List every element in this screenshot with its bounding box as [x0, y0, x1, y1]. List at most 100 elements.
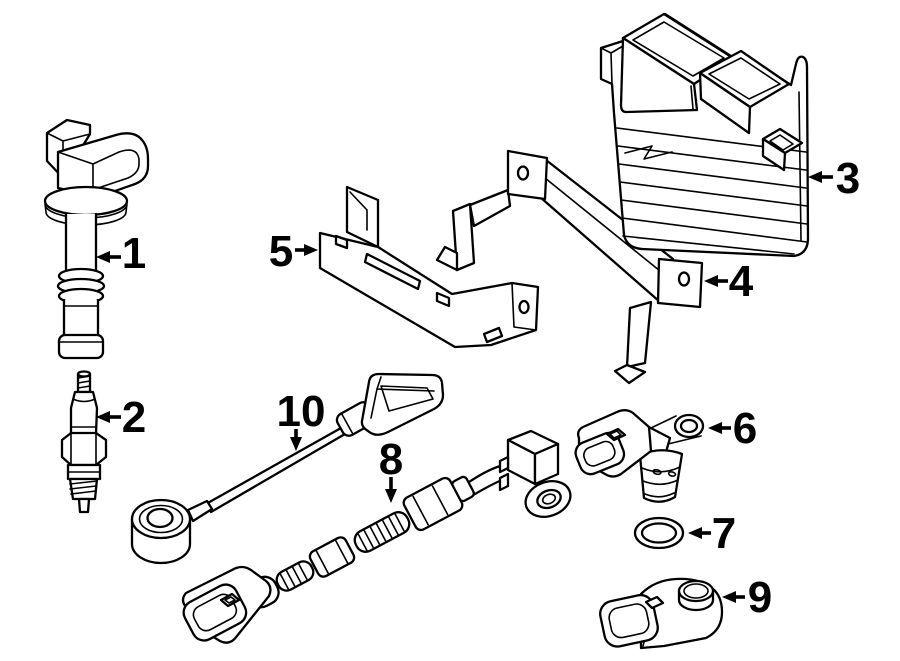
cam-barrel-slot: [652, 468, 662, 476]
bracket4-right-leg: [625, 300, 653, 369]
knock-tab: [186, 499, 214, 523]
callout-7[interactable]: 7: [688, 509, 736, 558]
crank-head-tab: [498, 455, 510, 474]
callout-9-label[interactable]: 9: [748, 573, 772, 622]
callout-1[interactable]: 1: [96, 229, 146, 278]
callout-5-label[interactable]: 5: [269, 227, 293, 276]
pressure-port-inner: [683, 583, 709, 599]
cam-barrel: [638, 449, 684, 503]
coil-connector: [56, 132, 150, 199]
crank-ribbed-tube: [353, 511, 411, 553]
callout-10-arrowhead: [290, 437, 302, 451]
callout-2-label[interactable]: 2: [122, 393, 146, 442]
part-engine-control-module: [599, 12, 810, 258]
knock-wire: [204, 426, 347, 514]
ecu-connector-large-front: [619, 36, 699, 114]
fin: [620, 199, 808, 225]
coil-shaft: [66, 214, 96, 272]
pressure-latch: [644, 595, 665, 610]
part-knock-sensor: [130, 372, 445, 565]
part-spark-plug: [60, 370, 108, 514]
crank-ear-hole: [536, 488, 562, 510]
crank-ear-hole-inner: [541, 493, 557, 505]
bracket5-channel: [318, 231, 540, 349]
detail-line: [341, 413, 354, 435]
bracket5-back-wall: [345, 185, 380, 249]
ecu-stub-connector-front: [761, 137, 787, 172]
knock-ring-rim: [138, 504, 184, 534]
detail-line: [70, 432, 97, 466]
o-ring-inner: [640, 522, 678, 544]
callout-4-label[interactable]: 4: [729, 257, 754, 306]
pressure-connector-rim: [599, 593, 659, 648]
callout-1-arrowhead: [96, 251, 110, 263]
callout-3-label[interactable]: 3: [836, 154, 860, 203]
callout-1-label[interactable]: 1: [122, 229, 146, 278]
coil-flange: [43, 185, 129, 217]
cam-barrel-slot: [667, 471, 677, 477]
callout-2[interactable]: 2: [96, 393, 146, 442]
detail-line: [511, 282, 537, 331]
callout-9[interactable]: 9: [722, 573, 772, 622]
callout-8[interactable]: 8: [379, 435, 403, 503]
callout-6[interactable]: 6: [708, 404, 757, 453]
bracket4-right-foot: [613, 363, 647, 385]
ecu-connector-small-rim: [708, 57, 781, 100]
part-module-bracket-upper: [435, 149, 704, 385]
ecu-connector-small-front: [698, 71, 752, 135]
cam-connector-latch: [605, 427, 627, 442]
cam-connector-opening: [583, 440, 616, 467]
rib-lines: [357, 512, 406, 552]
callout-7-label[interactable]: 7: [712, 509, 736, 558]
plug-thread-lines: [77, 375, 91, 389]
bracket4-left-leg: [451, 202, 476, 272]
ecu-connector-large-rim: [632, 21, 725, 77]
detail-line: [315, 539, 349, 575]
crank-mid-ferrule: [308, 536, 356, 578]
part-o-ring: [633, 516, 685, 550]
ecu-edge-line: [798, 91, 802, 241]
callout-3-arrowhead: [808, 171, 822, 183]
bracket4-right-hole: [677, 271, 691, 287]
crank-connector-latch: [219, 592, 241, 608]
fin: [622, 235, 795, 255]
detail-line: [380, 385, 434, 412]
plug-electrode: [77, 497, 91, 514]
fin-zigzag: [624, 145, 673, 160]
rib-lines: [279, 563, 308, 591]
detail-line: [650, 415, 702, 445]
detail-line: [690, 85, 694, 110]
callout-4-arrowhead: [704, 275, 718, 287]
pressure-port-wall: [677, 589, 715, 612]
callout-5-arrowhead: [304, 244, 318, 256]
part-crankshaft-position-sensor: [181, 429, 572, 644]
detail-line: [769, 134, 794, 151]
callout-10-label[interactable]: 10: [277, 387, 326, 436]
plug-thread-lines: [69, 480, 98, 495]
callout-5[interactable]: 5: [269, 227, 318, 276]
callout-8-label[interactable]: 8: [379, 435, 403, 484]
part-ignition-coil: [43, 118, 150, 360]
callout-7-arrowhead: [688, 527, 702, 539]
callout-2-arrowhead: [96, 411, 110, 423]
bracket5-clip: [435, 291, 451, 308]
callout-4[interactable]: 4: [704, 257, 754, 306]
bracket4-left-hole: [516, 165, 530, 181]
crank-head-side: [533, 442, 560, 486]
knock-center-hole: [146, 507, 174, 529]
bracket4-left-foot: [435, 245, 459, 272]
part-pressure-sensor: [599, 577, 724, 650]
crank-head-tab: [498, 472, 510, 492]
detail-line: [600, 45, 624, 85]
callout-3[interactable]: 3: [808, 154, 860, 203]
callout-10[interactable]: 10: [277, 387, 326, 451]
fin: [621, 217, 808, 243]
callout-6-label[interactable]: 6: [733, 404, 757, 453]
coil-boot: [57, 333, 105, 360]
pressure-connector-opening: [608, 603, 650, 639]
callout-8-arrowhead: [385, 489, 397, 503]
coil-shaft-sides: [64, 212, 98, 274]
knock-ring-wall: [130, 517, 192, 565]
